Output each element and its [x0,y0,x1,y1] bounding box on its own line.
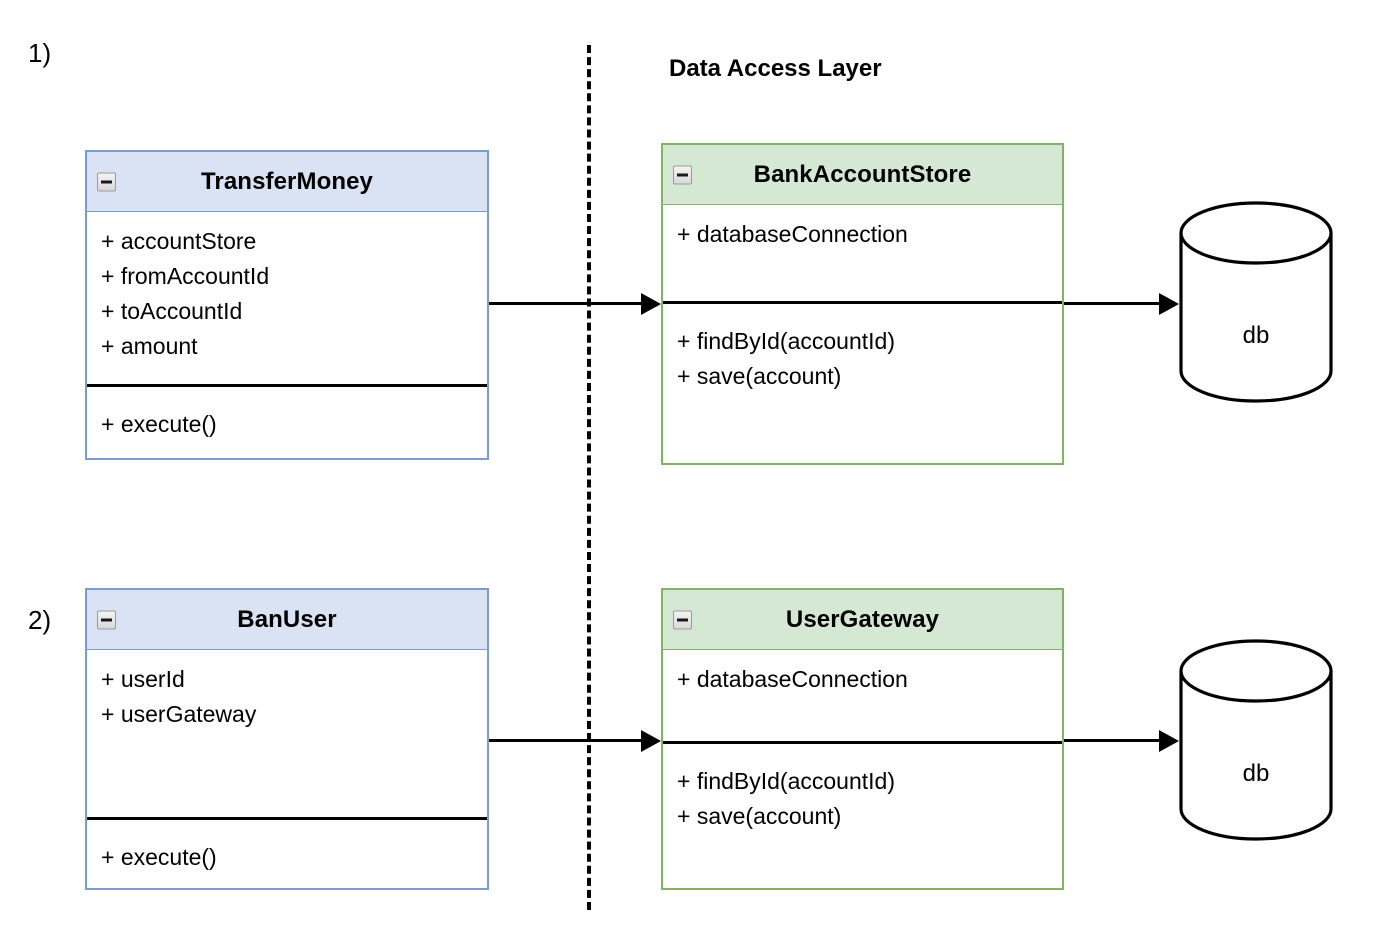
method-row: + save(account) [677,803,842,829]
class-box-usergateway[interactable]: UserGateway + databaseConnection + findB… [661,588,1064,890]
attributes-compartment-banuser: + userId + userGateway [87,650,487,817]
database-icon [1179,201,1333,403]
database-cylinder-1: db [1178,200,1334,404]
attribute-row: + fromAccountId [101,263,270,289]
method-row: + findById(accountId) [677,768,895,794]
methods-compartment-bankaccountstore: + findById(accountId) + save(account) [663,301,1062,463]
attribute-row: + amount [101,333,198,359]
attribute-row: + databaseConnection [677,221,908,247]
method-row: + save(account) [677,363,842,389]
class-header-banuser: BanUser [87,590,487,650]
methods-compartment-usergateway: + findById(accountId) + save(account) [663,741,1062,888]
step-marker-1: 1) [28,38,52,68]
database-icon [1179,639,1333,841]
layer-divider [587,45,591,910]
attribute-row: + databaseConnection [677,666,908,692]
arrow-transfermoney-to-bankaccountstore [489,302,641,305]
step-marker-2: 2) [28,605,52,635]
attributes-compartment-usergateway: + databaseConnection [663,650,1062,741]
arrow-head-icon [1159,730,1179,752]
database-cylinder-2: db [1178,638,1334,842]
collapse-minus-icon[interactable] [673,610,692,629]
attributes-compartment-transfermoney: + accountStore + fromAccountId + toAccou… [87,212,487,384]
class-header-bankaccountstore: BankAccountStore [663,145,1062,205]
arrow-usergateway-to-db [1064,739,1159,742]
collapse-minus-icon[interactable] [97,172,116,191]
arrow-banuser-to-usergateway [489,739,641,742]
attribute-row: + toAccountId [101,298,243,324]
layer-title: Data Access Layer [669,55,882,82]
arrow-head-icon [641,293,661,315]
methods-compartment-transfermoney: + execute() [87,384,487,458]
class-title: BanUser [237,605,337,633]
method-row: + findById(accountId) [677,328,895,354]
collapse-minus-icon[interactable] [97,610,116,629]
arrow-head-icon [1159,293,1179,315]
methods-compartment-banuser: + execute() [87,817,487,888]
class-header-usergateway: UserGateway [663,590,1062,650]
class-box-transfermoney[interactable]: TransferMoney + accountStore + fromAccou… [85,150,489,460]
class-header-transfermoney: TransferMoney [87,152,487,212]
attribute-row: + accountStore [101,228,257,254]
class-title: TransferMoney [200,167,374,195]
attributes-compartment-bankaccountstore: + databaseConnection [663,205,1062,301]
method-row: + execute() [101,844,217,870]
attribute-row: + userGateway [101,701,257,727]
class-title: UserGateway [785,605,940,633]
database-label: db [1242,760,1270,787]
database-label: db [1242,322,1270,349]
arrow-head-icon [641,730,661,752]
class-box-banuser[interactable]: BanUser + userId + userGateway + execute… [85,588,489,890]
collapse-minus-icon[interactable] [673,165,692,184]
class-box-bankaccountstore[interactable]: BankAccountStore + databaseConnection + … [661,143,1064,465]
class-title: BankAccountStore [753,160,972,188]
arrow-bankaccountstore-to-db [1064,302,1159,305]
attribute-row: + userId [101,666,185,692]
method-row: + execute() [101,411,217,437]
